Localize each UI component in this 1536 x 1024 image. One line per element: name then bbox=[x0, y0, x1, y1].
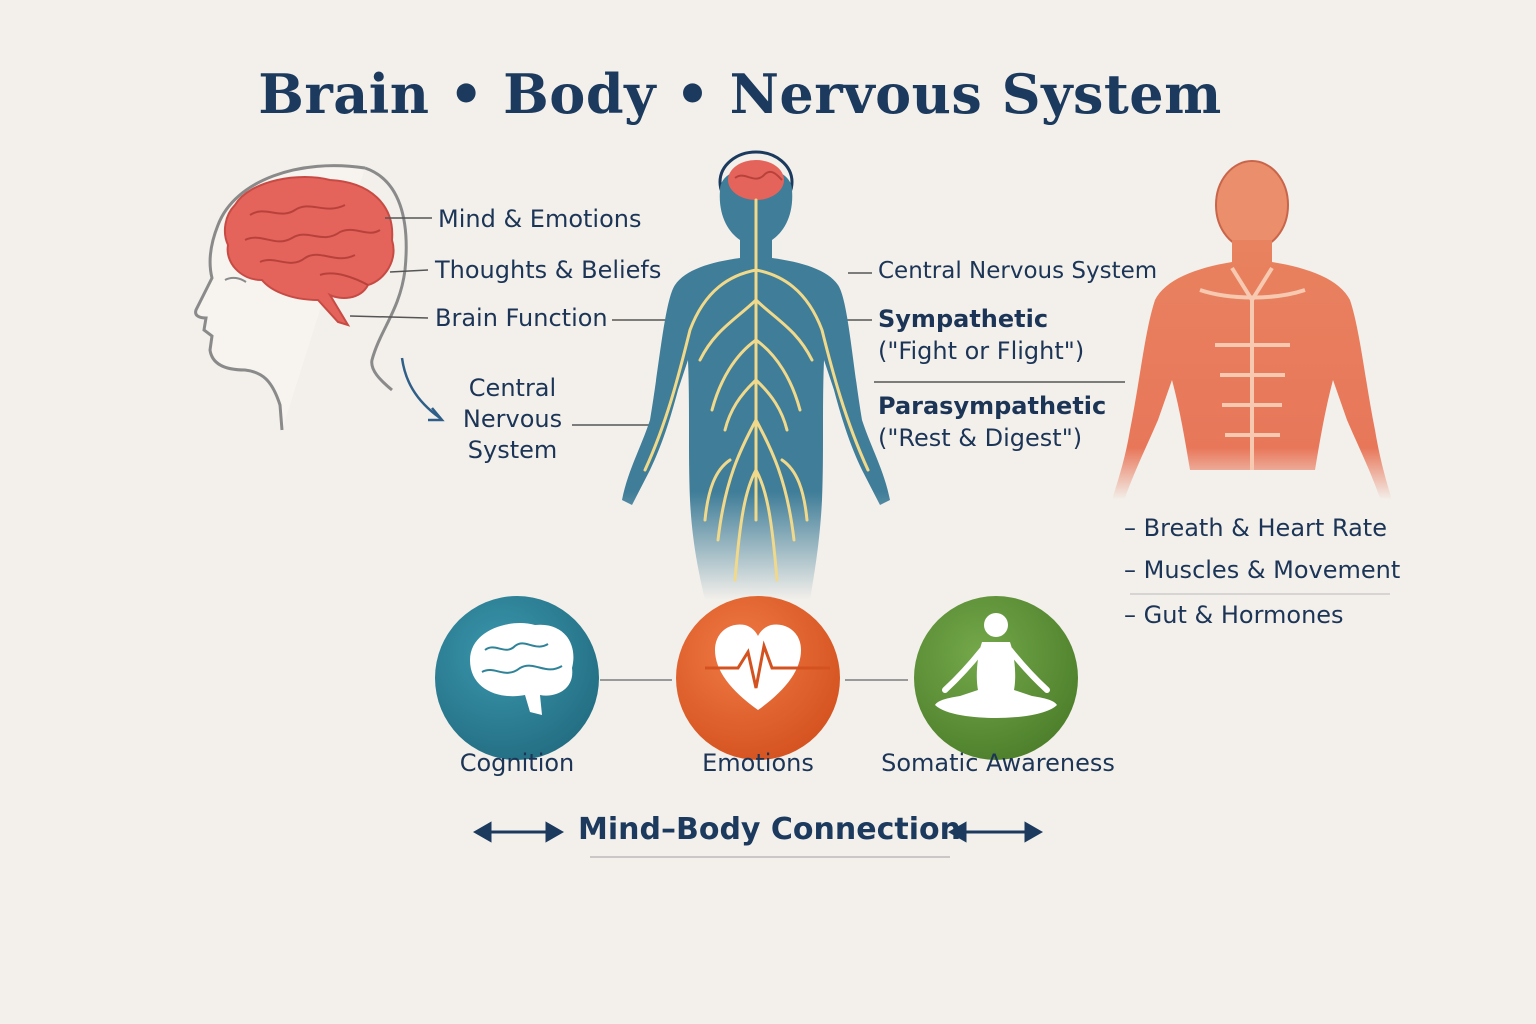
label-muscles-movement-text: Muscles & Movement bbox=[1144, 556, 1401, 584]
mind-body-connection-title: Mind–Body Connection bbox=[578, 812, 961, 847]
label-somatic-awareness: Somatic Awareness bbox=[878, 749, 1118, 777]
label-thoughts-beliefs: Thoughts & Beliefs bbox=[435, 256, 661, 284]
label-mind-emotions: Mind & Emotions bbox=[438, 205, 642, 233]
label-cns-line1: Central bbox=[450, 373, 575, 404]
label-gut-hormones: – Gut & Hormones bbox=[1124, 601, 1344, 629]
label-parasympathetic: Parasympathetic bbox=[878, 392, 1106, 420]
label-sympathetic: Sympathetic bbox=[878, 305, 1048, 333]
label-breath-heart: – Breath & Heart Rate bbox=[1124, 514, 1387, 542]
label-brain-function: Brain Function bbox=[435, 304, 608, 332]
label-central-nervous-system: Central Nervous System bbox=[878, 258, 1157, 284]
emotions-circle bbox=[676, 596, 840, 760]
label-cns-line3: System bbox=[450, 435, 575, 466]
label-cns-left: Central Nervous System bbox=[450, 373, 575, 466]
label-cognition: Cognition bbox=[437, 749, 597, 777]
label-sympathetic-sub: ("Fight or Flight") bbox=[878, 337, 1084, 365]
nervous-system-figure bbox=[622, 152, 890, 600]
cognition-circle bbox=[435, 596, 599, 760]
somatic-circle bbox=[914, 596, 1078, 760]
label-muscles-movement: – Muscles & Movement bbox=[1124, 556, 1400, 584]
muscle-figure bbox=[1112, 161, 1392, 500]
label-parasympathetic-sub: ("Rest & Digest") bbox=[878, 424, 1082, 452]
label-cns-line2: Nervous bbox=[450, 404, 575, 435]
label-gut-hormones-text: Gut & Hormones bbox=[1144, 601, 1344, 629]
label-emotions: Emotions bbox=[678, 749, 838, 777]
head-profile-illustration bbox=[196, 166, 442, 430]
label-breath-heart-text: Breath & Heart Rate bbox=[1144, 514, 1387, 542]
